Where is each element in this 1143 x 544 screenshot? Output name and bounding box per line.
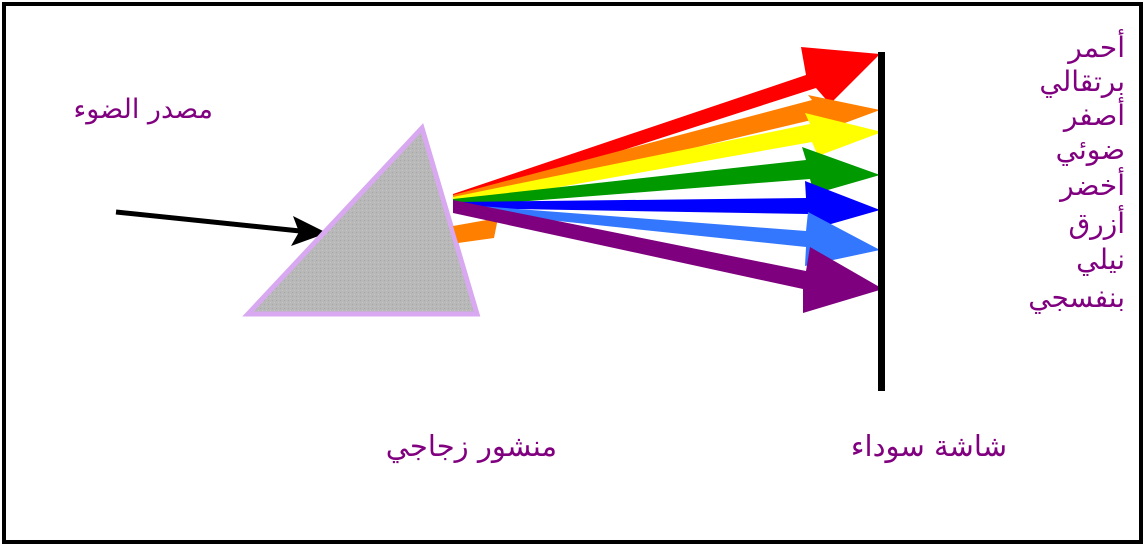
color-label-indigo: نيلي	[1076, 246, 1125, 274]
color-label-red: أحمر	[1068, 34, 1125, 62]
light-source-label: مصدر الضوء	[74, 96, 213, 123]
spectrum-rays	[453, 47, 883, 313]
color-label-luminous: ضوئي	[1056, 136, 1125, 164]
incident-light-ray	[116, 212, 327, 246]
color-label-yellow: أصفر	[1064, 102, 1125, 130]
color-label-blue: أزرق	[1068, 210, 1125, 238]
orange-ray-stub	[453, 218, 498, 243]
color-label-green: أخضر	[1060, 172, 1125, 200]
color-label-violet: بنفسجي	[1028, 284, 1125, 312]
prism-label: منشور زجاجي	[386, 432, 557, 461]
black-screen	[878, 52, 885, 391]
screen-label: شاشة سوداء	[851, 432, 1007, 461]
color-label-orange: برتقالي	[1039, 68, 1125, 96]
glass-prism	[248, 128, 477, 314]
